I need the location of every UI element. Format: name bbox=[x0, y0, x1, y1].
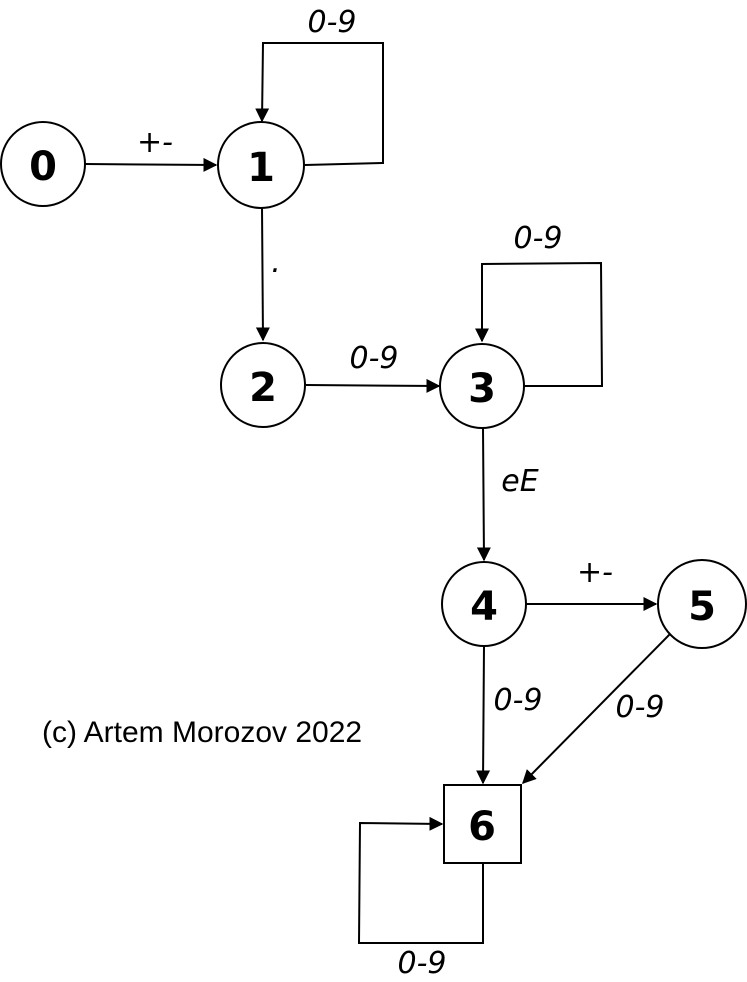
state-1-label: 1 bbox=[247, 145, 275, 191]
edge-4-6-label: 0-9 bbox=[494, 683, 543, 718]
state-2-circle bbox=[220, 342, 306, 428]
copyright-text: (c) Artem Morozov 2022 bbox=[42, 716, 362, 749]
state-3-circle bbox=[439, 343, 525, 429]
edge-4-5-label: +- bbox=[577, 555, 613, 590]
state-6-box bbox=[443, 784, 522, 864]
edge-3-4 bbox=[476, 427, 491, 562]
state-6-label: 6 bbox=[468, 804, 496, 850]
state-4-label: 4 bbox=[470, 584, 498, 630]
edge-5-6 bbox=[522, 632, 672, 784]
edge-2-3 bbox=[305, 378, 441, 393]
edge-1-2 bbox=[255, 206, 270, 342]
edge-1-1-label: 0-9 bbox=[308, 5, 357, 40]
edge-6-6-label: 0-9 bbox=[398, 946, 447, 981]
state-2-label: 2 bbox=[249, 365, 277, 411]
state-0-circle bbox=[0, 121, 86, 207]
edge-3-4-label: eE bbox=[501, 464, 538, 499]
edge-3-3-loop bbox=[475, 261, 604, 387]
edge-4-6 bbox=[476, 645, 491, 785]
edge-2-3-label: 0-9 bbox=[350, 341, 399, 376]
edge-3-3-label: 0-9 bbox=[514, 221, 563, 256]
edge-1-2-label: . bbox=[271, 245, 281, 280]
state-1-circle bbox=[217, 121, 305, 209]
edge-1-1-loop bbox=[255, 42, 384, 166]
state-0-label: 0 bbox=[29, 144, 57, 190]
edge-6-6-loop bbox=[357, 816, 484, 944]
edge-0-1-label: +- bbox=[137, 125, 173, 160]
state-3-label: 3 bbox=[468, 366, 496, 412]
edge-5-6-label: 0-9 bbox=[616, 690, 665, 725]
state-5-circle bbox=[657, 559, 747, 649]
state-5-label: 5 bbox=[688, 584, 716, 630]
edge-0-1 bbox=[84, 157, 218, 172]
state-4-circle bbox=[441, 561, 527, 647]
